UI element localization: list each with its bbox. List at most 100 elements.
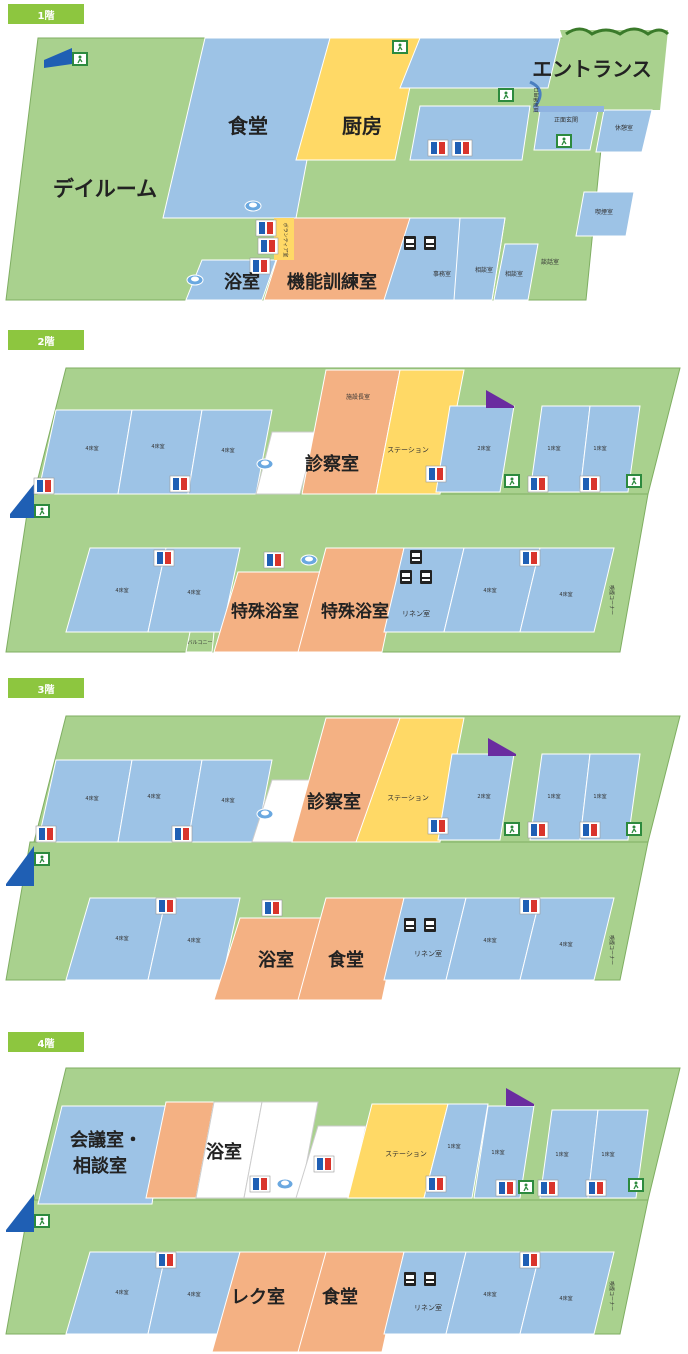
- floor-2-plan: 施設長室 診察室 ステーション 4床室 4床室 4床室 2床室 1床室 1床室 …: [5, 367, 681, 653]
- elevator-icon: [410, 550, 422, 564]
- kitchen-label: 厨房: [342, 114, 382, 138]
- toilet-icon: [169, 475, 191, 493]
- room-1d-4f: [587, 1109, 649, 1199]
- revolving-door-icon: [529, 80, 542, 109]
- toilet-icon: [495, 1179, 517, 1197]
- floor-1-tag: 1階: [8, 4, 84, 24]
- elevator-icon: [400, 570, 412, 584]
- toilet-icon: [427, 139, 449, 157]
- hedge-icon: [565, 27, 670, 36]
- toilet-icon: [153, 549, 175, 567]
- exit-icon: [627, 1177, 645, 1193]
- linen-label-3f: リネン室: [414, 949, 442, 958]
- lounge-label: 休憩室: [615, 124, 633, 132]
- toilet-icon: [313, 1155, 335, 1173]
- washroom-2f: [255, 431, 317, 495]
- room-2-2f: [435, 405, 515, 493]
- room-b4d-3f: [519, 897, 615, 981]
- toilet-icon: [579, 475, 601, 493]
- stairs-icon: [506, 1088, 534, 1106]
- room-b4c-label-2f: 4床室: [483, 587, 496, 594]
- stairs-icon: [10, 484, 34, 518]
- room-2-label-2f: 2床室: [477, 445, 490, 452]
- special-bath1-label: 特殊浴室: [231, 601, 299, 622]
- exam-label-3f: 診察室: [307, 791, 361, 813]
- corner-label-4f: 喫煙コーナー: [608, 1281, 615, 1311]
- elevator-icon: [424, 918, 436, 932]
- training-label: 機能訓練室: [287, 271, 377, 293]
- washbasin-icon: [300, 554, 318, 566]
- linen-label-2f: リネン室: [402, 609, 430, 618]
- station-label-4f: ステーション: [385, 1150, 427, 1158]
- stairs-icon: [486, 390, 514, 408]
- consult2-label: 相談室: [505, 270, 523, 278]
- toilet-icon: [35, 825, 57, 843]
- consult-room-2: [493, 243, 539, 301]
- floor-3-plan: 診察室 ステーション 4床室 4床室 4床室 2床室 1床室 1床室 4床室 4…: [5, 715, 681, 1001]
- toilet-icon: [527, 821, 549, 839]
- exit-icon: [497, 87, 515, 103]
- room-b4d-2f: [519, 547, 615, 633]
- washbasin-icon: [244, 200, 262, 212]
- balcony-2f: [185, 631, 215, 653]
- room-1b-2f: [579, 405, 641, 493]
- office-label: 事務室: [433, 270, 451, 278]
- room-1b-label-3f: 1床室: [593, 793, 606, 800]
- room-b4d-label-2f: 4床室: [559, 591, 572, 598]
- stairs-icon: [6, 846, 34, 886]
- room-1c-label-4f: 1床室: [555, 1151, 568, 1158]
- room-1b-3f: [579, 753, 641, 841]
- consult1-label: 相談室: [475, 266, 493, 274]
- toilet-icon: [155, 1251, 177, 1269]
- toilet-icon: [155, 897, 177, 915]
- station-label-2f: ステーション: [387, 446, 429, 454]
- room-4c-label-3f: 4床室: [221, 797, 234, 804]
- floor-4-plan: 会議室・ 相談室 浴室 ステーション 1床室 1床室 1床室 1床室 4床室 4…: [5, 1067, 681, 1353]
- special-bath2-label: 特殊浴室: [321, 601, 389, 622]
- floor-2-tag: 2階: [8, 330, 84, 350]
- room-b4c-label-3f: 4床室: [483, 937, 496, 944]
- toilet-icon: [579, 821, 601, 839]
- room-1a-label-2f: 1床室: [547, 445, 560, 452]
- room-b4c-label-4f: 4床室: [483, 1291, 496, 1298]
- stairs-icon: [44, 48, 72, 68]
- exit-icon: [555, 133, 573, 149]
- bath-label-1f: 浴室: [224, 271, 260, 293]
- room-b4b-label-3f: 4床室: [187, 937, 200, 944]
- corner-label-2f: 喫煙コーナー: [608, 585, 615, 615]
- floor-1-plan: デイルーム 食堂 厨房 エントランス 浴室 機能訓練室 事務室 相談室 相談室 …: [5, 27, 670, 301]
- exam-label-2f: 診察室: [305, 453, 359, 475]
- room-1a-label-3f: 1床室: [547, 793, 560, 800]
- dining-label-4f: 食堂: [321, 1286, 358, 1308]
- toilet-icon: [263, 551, 285, 569]
- washbasin-icon: [276, 1178, 294, 1190]
- room-1b-label-4f: 1床室: [491, 1149, 504, 1156]
- staff-entrance-label: 職員通用口: [533, 87, 540, 112]
- exit-icon: [33, 851, 51, 867]
- meeting-room-4f: [37, 1105, 167, 1205]
- toilet-icon: [537, 1179, 559, 1197]
- toilet-icon: [33, 477, 55, 495]
- room-b4a-label-4f: 4床室: [115, 1289, 128, 1296]
- exit-icon: [625, 821, 643, 837]
- entrance-label: エントランス: [532, 57, 652, 81]
- exit-icon: [71, 51, 89, 67]
- rec-label-4f: レク室: [231, 1286, 285, 1308]
- stairs-icon: [488, 738, 516, 756]
- balcony-label-2f: バルコニー: [188, 640, 213, 646]
- meeting-label-line1: 会議室・: [70, 1129, 142, 1151]
- toilet-icon: [425, 1175, 447, 1193]
- room-1b-label-2f: 1床室: [593, 445, 606, 452]
- toilet-icon: [257, 237, 279, 255]
- room-1a-4f: [423, 1103, 489, 1199]
- stairs-icon: [6, 1194, 34, 1232]
- corridor-room-1f: [399, 37, 561, 89]
- corner-label-3f: 喫煙コーナー: [608, 935, 615, 965]
- floor-4-tag: 4階: [8, 1032, 84, 1052]
- elevator-icon: [404, 1272, 416, 1286]
- front-door-icon: [534, 106, 604, 112]
- elevator-icon: [404, 918, 416, 932]
- consult-room-1: [453, 217, 506, 301]
- room-4c-label-2f: 4床室: [221, 447, 234, 454]
